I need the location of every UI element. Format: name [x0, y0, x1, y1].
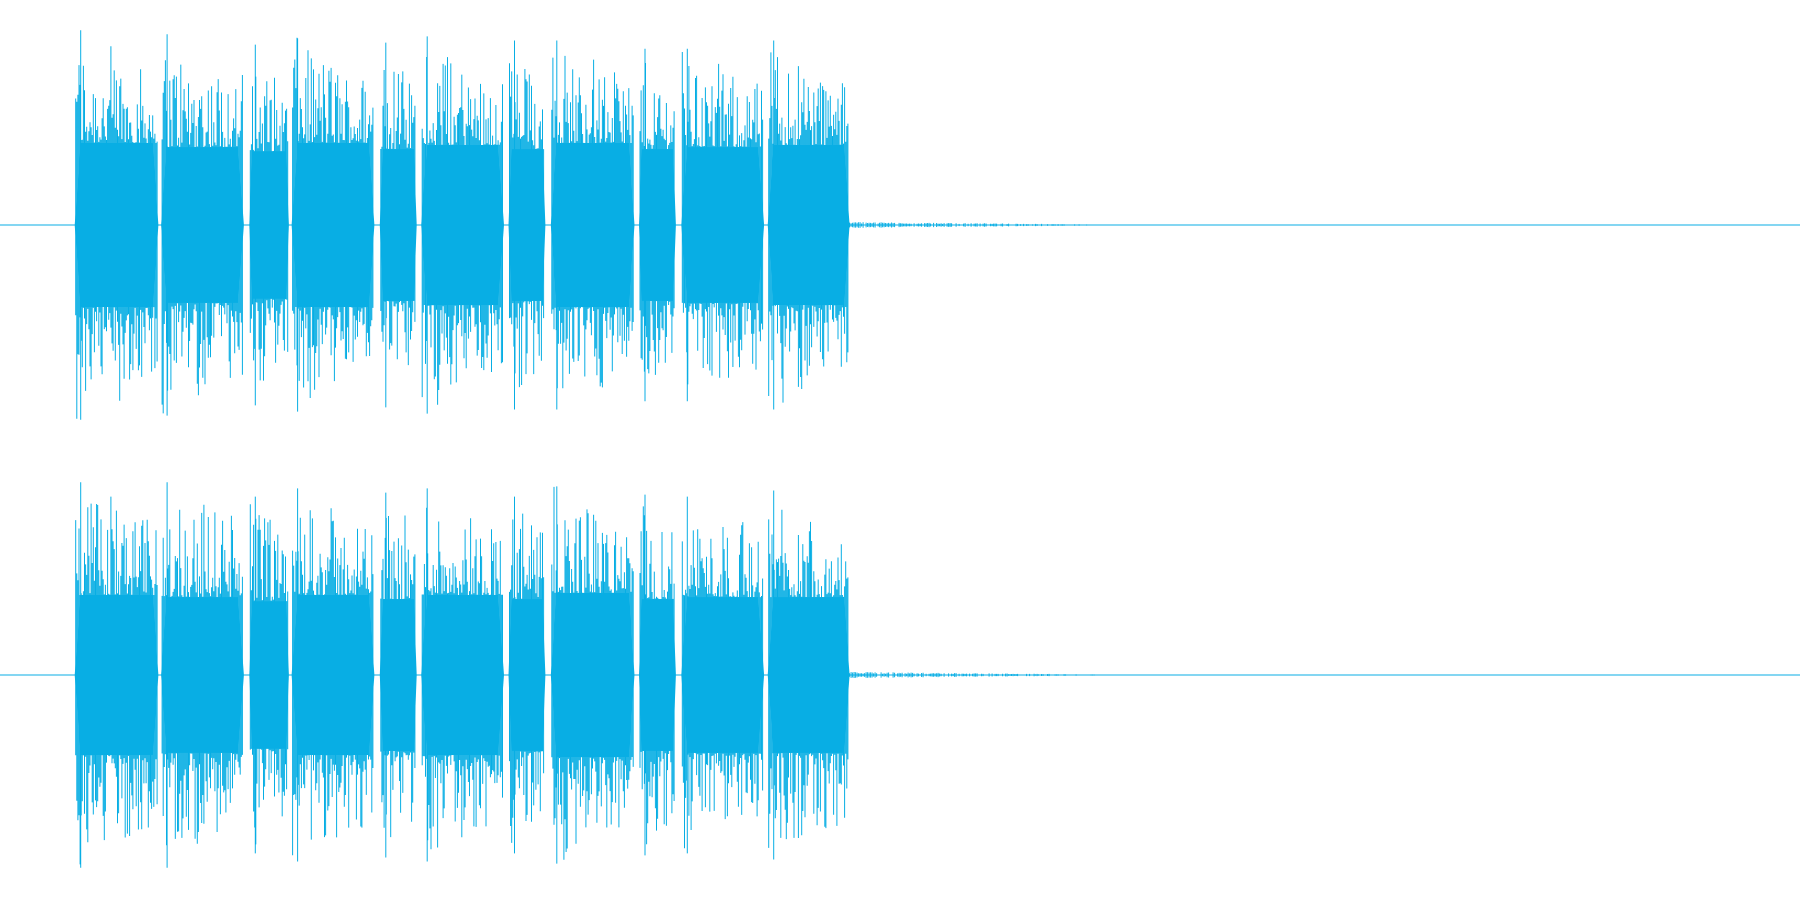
channel-left-waveform [0, 30, 1800, 420]
channel-right-waveform [0, 482, 1800, 868]
waveform-tail [849, 672, 1095, 678]
waveform-burst [550, 40, 635, 410]
waveform-burst [291, 488, 375, 862]
waveform-burst [379, 492, 417, 858]
waveform-burst [681, 496, 765, 854]
waveform-burst [681, 48, 765, 402]
waveform-burst [249, 44, 289, 406]
waveform-burst [767, 40, 850, 410]
waveform-burst [74, 482, 159, 868]
waveform-burst [291, 37, 375, 412]
waveform-burst [161, 482, 244, 868]
waveform-burst [508, 496, 546, 854]
waveform-burst [508, 40, 546, 410]
waveform-burst [421, 488, 504, 862]
waveform-burst [639, 48, 676, 402]
waveform-burst [249, 496, 289, 854]
waveform-burst [421, 36, 504, 414]
waveform-burst [379, 42, 417, 408]
waveform-tail [849, 222, 1088, 228]
waveform-burst [74, 30, 159, 420]
waveform-burst [639, 494, 676, 856]
waveform-burst [767, 490, 850, 860]
waveform-burst [161, 34, 244, 416]
waveform-burst [550, 486, 635, 864]
